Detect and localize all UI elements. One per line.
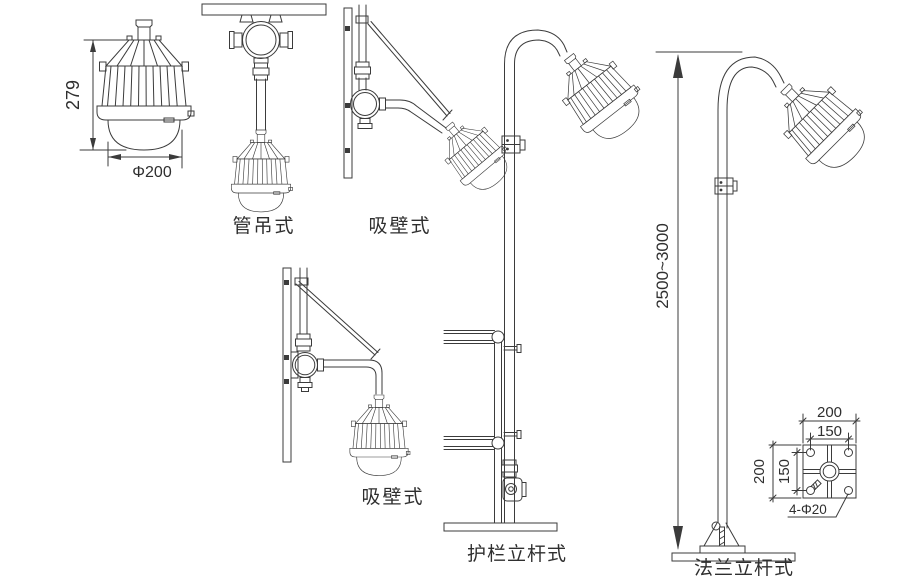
bolt-hole: [844, 486, 853, 495]
pipe-union: [252, 62, 270, 81]
pole-coupling: [714, 177, 738, 195]
flange-height-dimension: 200: [751, 440, 802, 503]
brace-rod: [295, 283, 376, 356]
pipe-union: [354, 61, 371, 80]
flange-width-label: 200: [817, 404, 842, 421]
junction-box: [502, 477, 527, 502]
height-dimension: 279: [63, 39, 139, 151]
pipe-union: [295, 333, 312, 352]
pole-clamp: [501, 135, 526, 154]
bracket-arm: [385, 99, 447, 129]
junction-box: [292, 352, 324, 392]
guardrail-pole-figure: 护栏立杆式: [443, 29, 656, 565]
guardrail-pole-label: 护栏立杆式: [467, 543, 567, 565]
pole-base: [699, 521, 746, 554]
lamp-drawing: [759, 61, 881, 183]
ceiling-hatch: [201, 3, 327, 16]
flange-hole-spacing-width-label: 150: [817, 423, 842, 440]
guardrail-bottom: [443, 430, 522, 450]
ground-hatch: [443, 522, 558, 532]
flange-plate-outline: [802, 444, 857, 499]
pipe-mount-label: 管吊式: [232, 215, 295, 237]
flange-pole-label: 法兰立杆式: [694, 557, 794, 579]
lamp-drawing: [349, 394, 411, 476]
flange-hole-spacing-height-label: 150: [776, 459, 793, 484]
pipe-union: [501, 459, 518, 478]
wall-mount-upper-figure: 吸壁式: [343, 4, 520, 237]
flange-plate-detail: 200 150 200 150 4-Φ20: [751, 404, 861, 518]
wall-mount-lower-figure: 吸壁式: [282, 267, 424, 508]
flange-height-label: 200: [751, 459, 768, 484]
pole: [504, 29, 568, 524]
brace-clamp: [294, 277, 309, 286]
flange-width-dimension: 200: [798, 404, 861, 444]
brace-clamp: [355, 15, 369, 24]
pole-height-label: 2500~3000: [653, 223, 672, 309]
height-dimension-label: 279: [63, 80, 83, 110]
junction-box: [229, 21, 293, 59]
bolt-hole: [806, 486, 815, 495]
flange-pole-figure: 2500~3000 法兰立杆式: [653, 51, 881, 579]
flange-hole-spacing-width-dimension: 150: [805, 423, 854, 451]
pole: [717, 56, 785, 529]
wall-mount-upper-label: 吸壁式: [368, 215, 431, 237]
wall-hatch: [282, 267, 292, 463]
bracket-arm: [323, 359, 383, 395]
guardrail-top: [443, 330, 522, 353]
pole-height-dimension: 2500~3000: [653, 54, 683, 550]
diameter-dimension-label: Φ200: [132, 164, 172, 181]
diameter-dimension: Φ200: [107, 129, 183, 181]
wall-plate: [290, 351, 299, 379]
lamp-drawing: [541, 34, 656, 152]
junction-box: [350, 89, 386, 129]
mounting-ears: [239, 14, 283, 23]
bolt-holes-label: 4-Φ20: [789, 502, 827, 517]
wall-mount-lower-label: 吸壁式: [361, 486, 424, 508]
pipe-mount-figure: 管吊式: [201, 3, 327, 237]
product-lamp-figure: 279 Φ200: [63, 19, 195, 181]
brace-rod: [367, 23, 448, 117]
ground-hatch: [671, 552, 796, 562]
bolt-holes-callout: 4-Φ20: [787, 493, 849, 518]
lamp-drawing: [231, 129, 293, 213]
flange-hole-spacing-height-dimension: 150: [776, 447, 807, 496]
